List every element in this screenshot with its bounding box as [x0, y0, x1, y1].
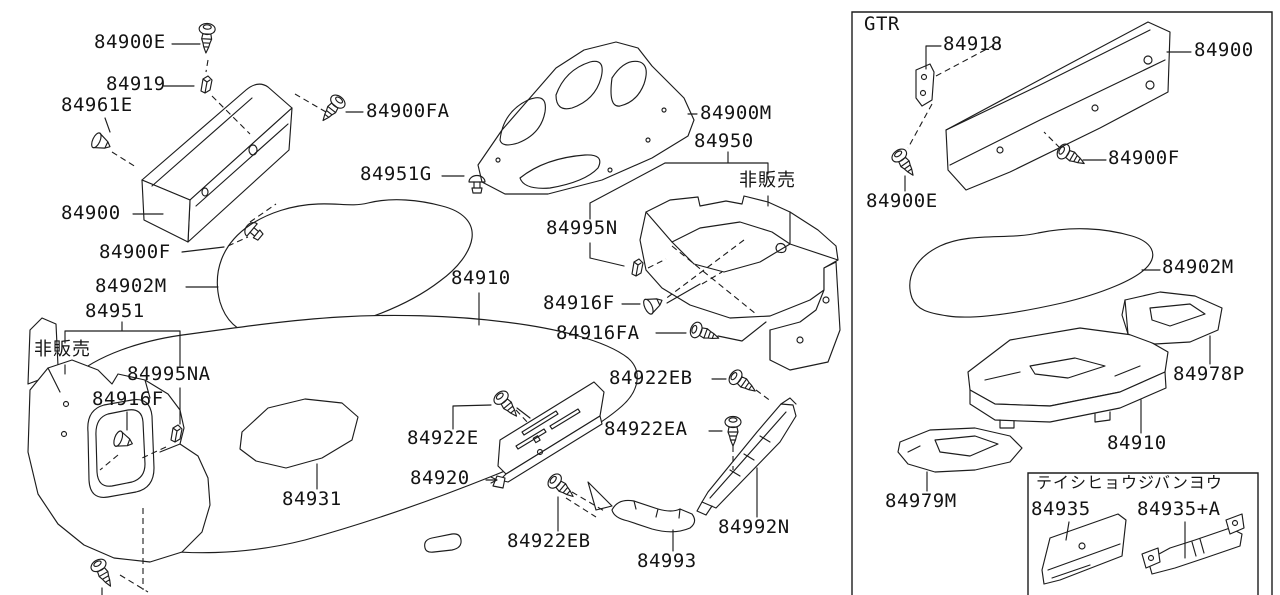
part-drawing-84902m-gtr-mat — [910, 229, 1153, 317]
part-drawing-84978p — [1122, 292, 1222, 344]
assembly-dashed-lines — [100, 42, 1060, 592]
stop-board-box-border — [1028, 473, 1258, 595]
part-drawing-84931-mat-piece — [240, 399, 358, 468]
part-drawing-84951-side-finisher — [28, 318, 210, 562]
screw-icon-84900e — [197, 22, 217, 54]
clip-icon-84919 — [200, 75, 213, 94]
part-drawing-84935 — [1042, 514, 1126, 584]
part-drawing-84979m — [898, 428, 1022, 472]
part-drawing-84918-bracket — [916, 64, 934, 106]
screw-icon-84922ea — [724, 415, 742, 447]
part-drawing-84900-gtr-finisher — [946, 22, 1170, 190]
part-drawing-84935a — [1142, 514, 1244, 574]
part-drawing-84950-floor-box — [640, 196, 840, 370]
screw-icon-84900e-gtr — [888, 145, 921, 181]
label-leader-lines — [65, 44, 1210, 595]
screw-icon-84922eb-lower — [544, 470, 579, 504]
part-drawing-84900m-insulator-panel — [478, 42, 694, 194]
part-drawing-84992n-strip — [697, 398, 796, 515]
screw-icon-bottom-left — [88, 556, 119, 591]
part-drawing-84993-duct — [588, 482, 695, 532]
clip-icon-84995n — [631, 258, 644, 277]
push-pin-icon-84961e — [89, 130, 114, 155]
gtr-box-border — [852, 12, 1272, 595]
push-pin-icon-84916f-right — [641, 292, 666, 317]
screw-icon-84922eb-upper — [725, 366, 761, 399]
part-drawing-84900-rear-finisher — [142, 84, 292, 242]
screw-icon-84916fa — [687, 320, 723, 347]
part-drawing-84910-gtr-board — [968, 328, 1168, 428]
